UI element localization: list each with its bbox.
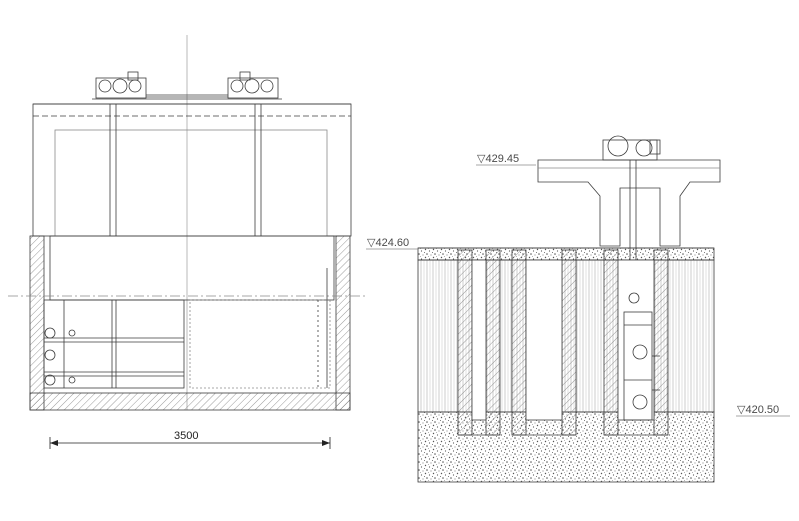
pier-5 (603, 249, 619, 436)
gate-roller-2 (44, 349, 56, 361)
right-wall-hatch (335, 235, 351, 411)
gate-leaf (43, 299, 185, 389)
hoist-motor-left (95, 71, 147, 99)
pier-6 (653, 249, 669, 436)
left-wall-hatch (29, 235, 45, 411)
gate-in-slot (623, 292, 660, 421)
hoist-machine (602, 135, 661, 161)
elevation-ground-label: ▽424.60 (367, 237, 409, 249)
elevation-bottom-label: ▽420.50 (737, 404, 779, 416)
pier-3 (511, 249, 527, 436)
hoist-motor-right (227, 71, 279, 99)
right-section-view (366, 135, 790, 483)
pier-1 (457, 249, 473, 436)
hoist-deck-bridge (537, 159, 721, 247)
gate-slot-chamber (49, 235, 335, 301)
elevation-deck-label: ▽429.45 (477, 153, 519, 165)
left-elevation-view (8, 35, 368, 449)
gate-roller-3 (44, 374, 56, 386)
floor-slab-hatch (29, 392, 351, 411)
width-dimension: 3500 (174, 430, 198, 442)
pier-2 (485, 249, 501, 436)
pier-4 (561, 249, 577, 436)
gate-roller-1 (44, 327, 56, 339)
hoist-platform-frame (32, 103, 352, 237)
